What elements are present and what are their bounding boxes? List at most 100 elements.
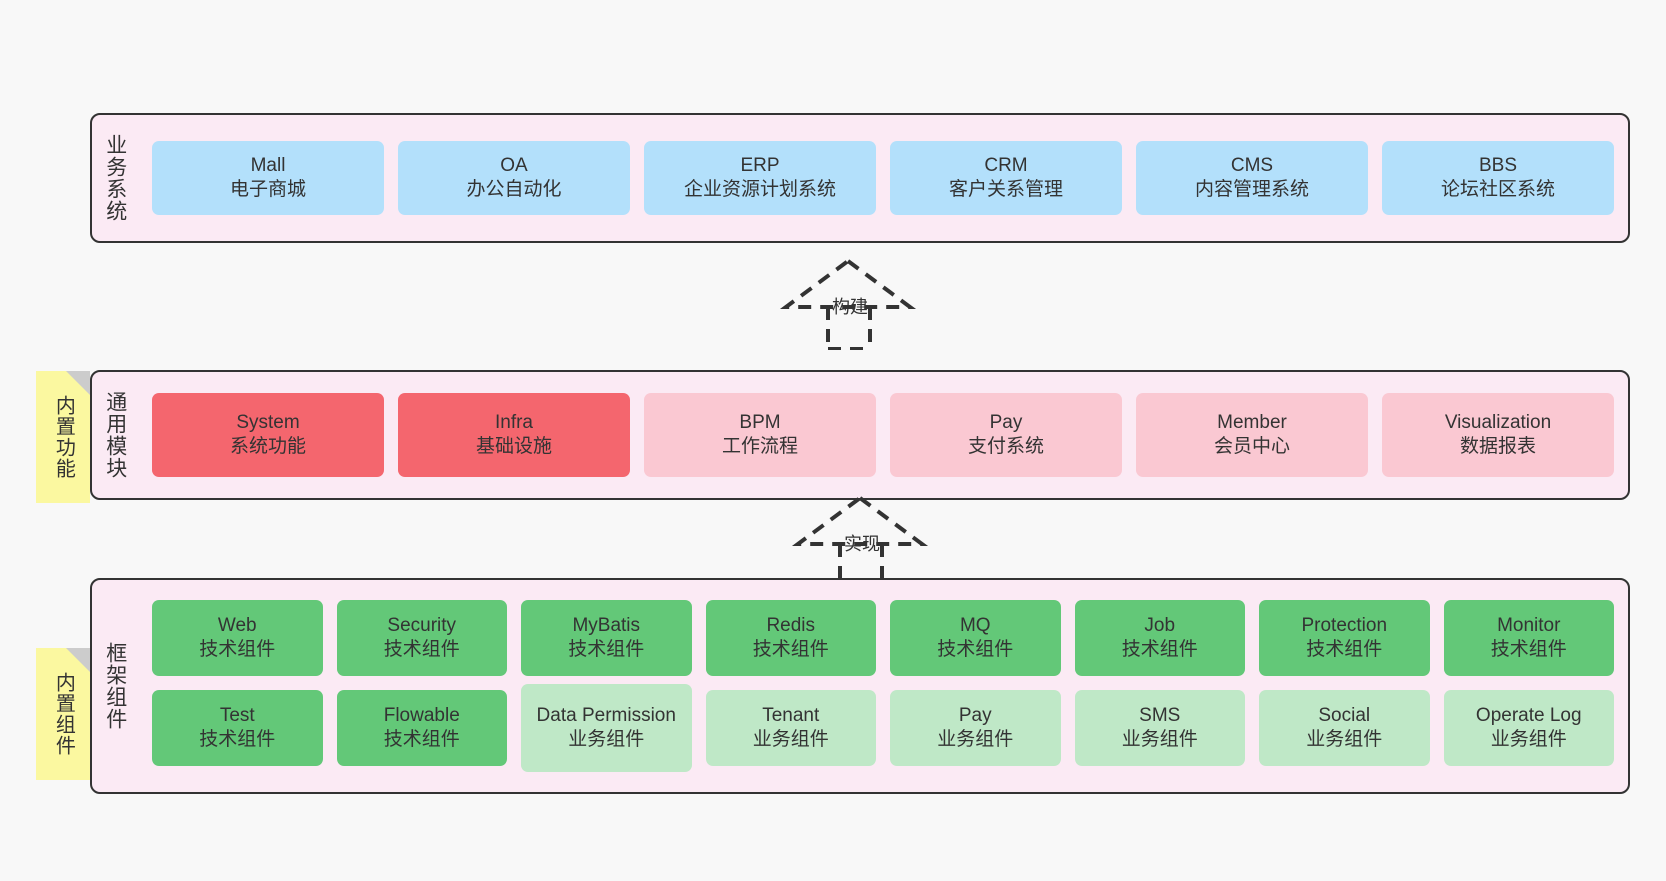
layer-business-system[interactable]: 业务系统 Mall 电子商城 OA 办公自动化 ERP 企业资源计划系统 CRM…: [90, 113, 1630, 243]
card-visualization[interactable]: Visualization 数据报表: [1382, 393, 1614, 477]
card-social[interactable]: Social 业务组件: [1259, 690, 1430, 766]
card-oa[interactable]: OA 办公自动化: [398, 141, 630, 215]
card-title: Infra: [494, 412, 534, 434]
card-subtitle: 技术组件: [199, 639, 276, 660]
card-monitor[interactable]: Monitor 技术组件: [1443, 600, 1614, 676]
card-cms[interactable]: CMS 内容管理系统: [1136, 141, 1368, 215]
card-subtitle: 技术组件: [752, 639, 829, 660]
card-subtitle: 数据报表: [1459, 436, 1536, 457]
card-pay-module[interactable]: Pay 支付系统: [890, 393, 1122, 477]
card-mybatis[interactable]: MyBatis 技术组件: [521, 600, 692, 676]
card-subtitle: 电子商城: [229, 179, 306, 200]
card-title: Data Permission: [536, 705, 676, 727]
card-subtitle: 办公自动化: [466, 179, 562, 200]
note-builtin-component[interactable]: 内置组件: [36, 648, 90, 780]
card-title: OA: [500, 155, 528, 177]
connector-build-arrow: [779, 258, 917, 351]
layer-title-common-module: 通用模块: [103, 391, 127, 479]
card-title: Job: [1144, 615, 1176, 637]
card-subtitle: 业务组件: [937, 729, 1014, 750]
card-title: Monitor: [1497, 615, 1561, 637]
card-title: System: [236, 412, 300, 434]
card-title: Web: [217, 615, 257, 637]
card-subtitle: 会员中心: [1213, 436, 1290, 457]
card-title: Pay: [958, 705, 992, 727]
card-job[interactable]: Job 技术组件: [1074, 600, 1245, 676]
card-redis[interactable]: Redis 技术组件: [705, 600, 876, 676]
connector-build-label: 构建: [832, 297, 868, 317]
note-builtin-function[interactable]: 内置功能: [36, 371, 90, 503]
card-test[interactable]: Test 技术组件: [152, 690, 323, 766]
card-security[interactable]: Security 技术组件: [336, 600, 507, 676]
card-flowable[interactable]: Flowable 技术组件: [336, 690, 507, 766]
card-subtitle: 技术组件: [568, 639, 645, 660]
card-title: Operate Log: [1475, 705, 1582, 727]
card-title: BBS: [1478, 155, 1518, 177]
card-title: Flowable: [383, 705, 460, 727]
connector-implement-label: 实现: [844, 534, 880, 554]
card-title: Security: [387, 615, 457, 637]
card-title: Social: [1318, 705, 1371, 727]
card-subtitle: 支付系统: [967, 436, 1044, 457]
card-title: Redis: [766, 615, 816, 637]
card-subtitle: 基础设施: [475, 436, 552, 457]
note-builtin-function-label: 内置功能: [52, 395, 75, 479]
card-protection[interactable]: Protection 技术组件: [1259, 600, 1430, 676]
card-erp[interactable]: ERP 企业资源计划系统: [644, 141, 876, 215]
card-subtitle: 业务组件: [1121, 729, 1198, 750]
card-data-permission[interactable]: Data Permission 业务组件: [521, 684, 692, 772]
card-operate-log[interactable]: Operate Log 业务组件: [1443, 690, 1614, 766]
card-subtitle: 客户关系管理: [948, 179, 1063, 200]
card-title: CRM: [984, 155, 1028, 177]
framework-row-technical: Web 技术组件 Security 技术组件 MyBatis 技术组件 Redi…: [152, 600, 1614, 676]
layer-common-module[interactable]: 通用模块 System 系统功能 Infra 基础设施 BPM 工作流程 Pay…: [90, 370, 1630, 500]
card-bpm[interactable]: BPM 工作流程: [644, 393, 876, 477]
card-subtitle: 系统功能: [229, 436, 306, 457]
card-subtitle: 技术组件: [1306, 639, 1383, 660]
card-mq[interactable]: MQ 技术组件: [890, 600, 1061, 676]
card-mall[interactable]: Mall 电子商城: [152, 141, 384, 215]
card-title: Visualization: [1444, 412, 1552, 434]
framework-row-business: Test 技术组件 Flowable 技术组件 Data Permission …: [152, 684, 1614, 772]
card-title: Pay: [989, 412, 1023, 434]
card-subtitle: 业务组件: [1490, 729, 1567, 750]
card-title: BPM: [739, 412, 781, 434]
card-system[interactable]: System 系统功能: [152, 393, 384, 477]
card-title: MyBatis: [572, 615, 641, 637]
card-subtitle: 论坛社区系统: [1440, 179, 1555, 200]
card-subtitle: 技术组件: [1121, 639, 1198, 660]
layer-title-business-system: 业务系统: [103, 134, 127, 222]
card-subtitle: 技术组件: [383, 729, 460, 750]
card-subtitle: 业务组件: [1306, 729, 1383, 750]
card-infra[interactable]: Infra 基础设施: [398, 393, 630, 477]
card-title: MQ: [959, 615, 991, 637]
card-bbs[interactable]: BBS 论坛社区系统: [1382, 141, 1614, 215]
card-subtitle: 技术组件: [199, 729, 276, 750]
card-title: SMS: [1139, 705, 1181, 727]
layer-body-business-system: Mall 电子商城 OA 办公自动化 ERP 企业资源计划系统 CRM 客户关系…: [138, 115, 1628, 241]
card-subtitle: 工作流程: [721, 436, 798, 457]
card-web[interactable]: Web 技术组件: [152, 600, 323, 676]
layer-body-common-module: System 系统功能 Infra 基础设施 BPM 工作流程 Pay 支付系统…: [138, 372, 1628, 498]
note-builtin-component-label: 内置组件: [52, 672, 75, 756]
layer-title-framework-component: 框架组件: [103, 642, 127, 730]
connector-build: 构建: [760, 255, 940, 351]
card-title: Member: [1217, 412, 1287, 434]
layer-framework-component[interactable]: 框架组件 Web 技术组件 Security 技术组件 MyBatis 技术组件…: [90, 578, 1630, 794]
card-tenant[interactable]: Tenant 业务组件: [705, 690, 876, 766]
card-pay-component[interactable]: Pay 业务组件: [890, 690, 1061, 766]
connector-implement: 实现: [772, 492, 952, 588]
card-subtitle: 业务组件: [568, 729, 645, 750]
card-title: Test: [219, 705, 255, 727]
card-sms[interactable]: SMS 业务组件: [1074, 690, 1245, 766]
card-title: CMS: [1230, 155, 1274, 177]
card-title: Mall: [250, 155, 286, 177]
card-crm[interactable]: CRM 客户关系管理: [890, 141, 1122, 215]
card-subtitle: 技术组件: [383, 639, 460, 660]
card-subtitle: 技术组件: [937, 639, 1014, 660]
card-member[interactable]: Member 会员中心: [1136, 393, 1368, 477]
card-title: Tenant: [762, 705, 820, 727]
card-subtitle: 技术组件: [1490, 639, 1567, 660]
card-title: ERP: [740, 155, 780, 177]
